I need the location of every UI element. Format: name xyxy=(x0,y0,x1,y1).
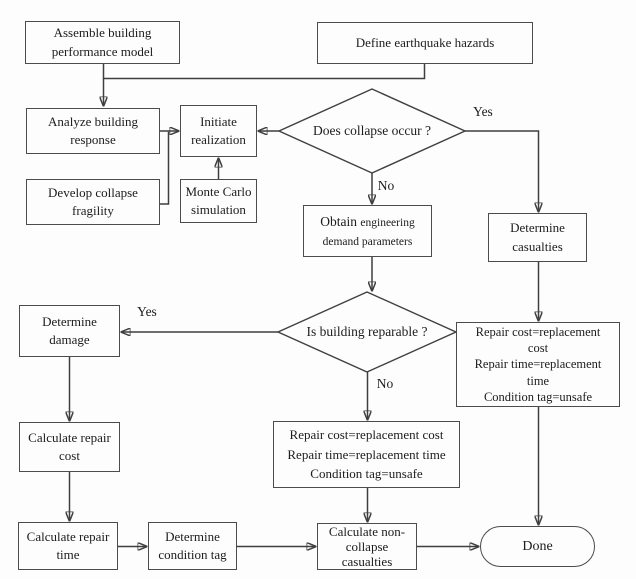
node-calculate-repair-time: Calculate repair time xyxy=(18,522,118,570)
edge-label-reparable-yes: Yes xyxy=(137,304,157,319)
edge-collapse-yes-to-casualties xyxy=(465,130,539,212)
edge-hazards-trunk xyxy=(102,64,426,80)
node-repair-replacement-unsafe-right: Repair cost=replacement cost Repair time… xyxy=(456,322,620,407)
node-determine-condition-tag: Determine condition tag xyxy=(148,522,237,570)
node-develop-collapse-fragility: Develop collapse fragility xyxy=(26,179,160,225)
node-assemble-building-performance-model: Assemble building performance model xyxy=(25,21,180,64)
node-calculate-noncollapse-casualties: Calculate non- collapse casualties xyxy=(317,523,417,570)
node-define-earthquake-hazards: Define earthquake hazards xyxy=(317,22,533,64)
edge-label-reparable-no: No xyxy=(376,376,394,391)
decision-does-collapse-occur-label: Does collapse occur ? xyxy=(312,123,432,138)
decision-is-building-reparable-label: Is building reparable ? xyxy=(306,324,428,339)
edge-develop-to-initiate xyxy=(160,131,170,205)
node-determine-casualties: Determine casualties xyxy=(488,213,587,262)
edge-label-collapse-no: No xyxy=(377,178,395,193)
node-obtain-engineering-demand-parameters: Obtain engineering demand parameters xyxy=(303,205,432,257)
node-analyze-building-response: Analyze building response xyxy=(26,108,160,154)
node-done-terminator: Done xyxy=(480,526,595,567)
node-monte-carlo-simulation: Monte Carlo simulation xyxy=(180,179,257,223)
edge-label-collapse-yes: Yes xyxy=(473,104,493,119)
node-calculate-repair-cost: Calculate repair cost xyxy=(19,422,120,472)
obtain-edp-label: Obtain engineering demand parameters xyxy=(320,214,415,248)
node-determine-damage: Determine damage xyxy=(19,305,120,357)
node-initiate-realization: Initiate realization xyxy=(180,105,257,157)
node-repair-replacement-unsafe-center: Repair cost=replacement cost Repair time… xyxy=(273,421,460,488)
